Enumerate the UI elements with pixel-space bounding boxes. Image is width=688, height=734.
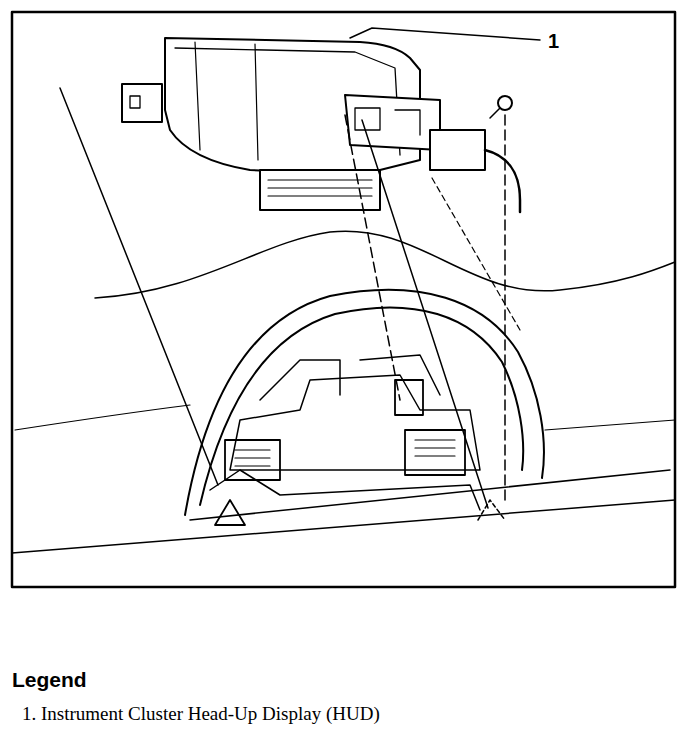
- legend-heading: Legend: [12, 668, 87, 692]
- callout-number: 1: [548, 30, 559, 53]
- legend-item: 1. Instrument Cluster Head-Up Display (H…: [22, 703, 380, 725]
- figure-frame: [12, 12, 675, 587]
